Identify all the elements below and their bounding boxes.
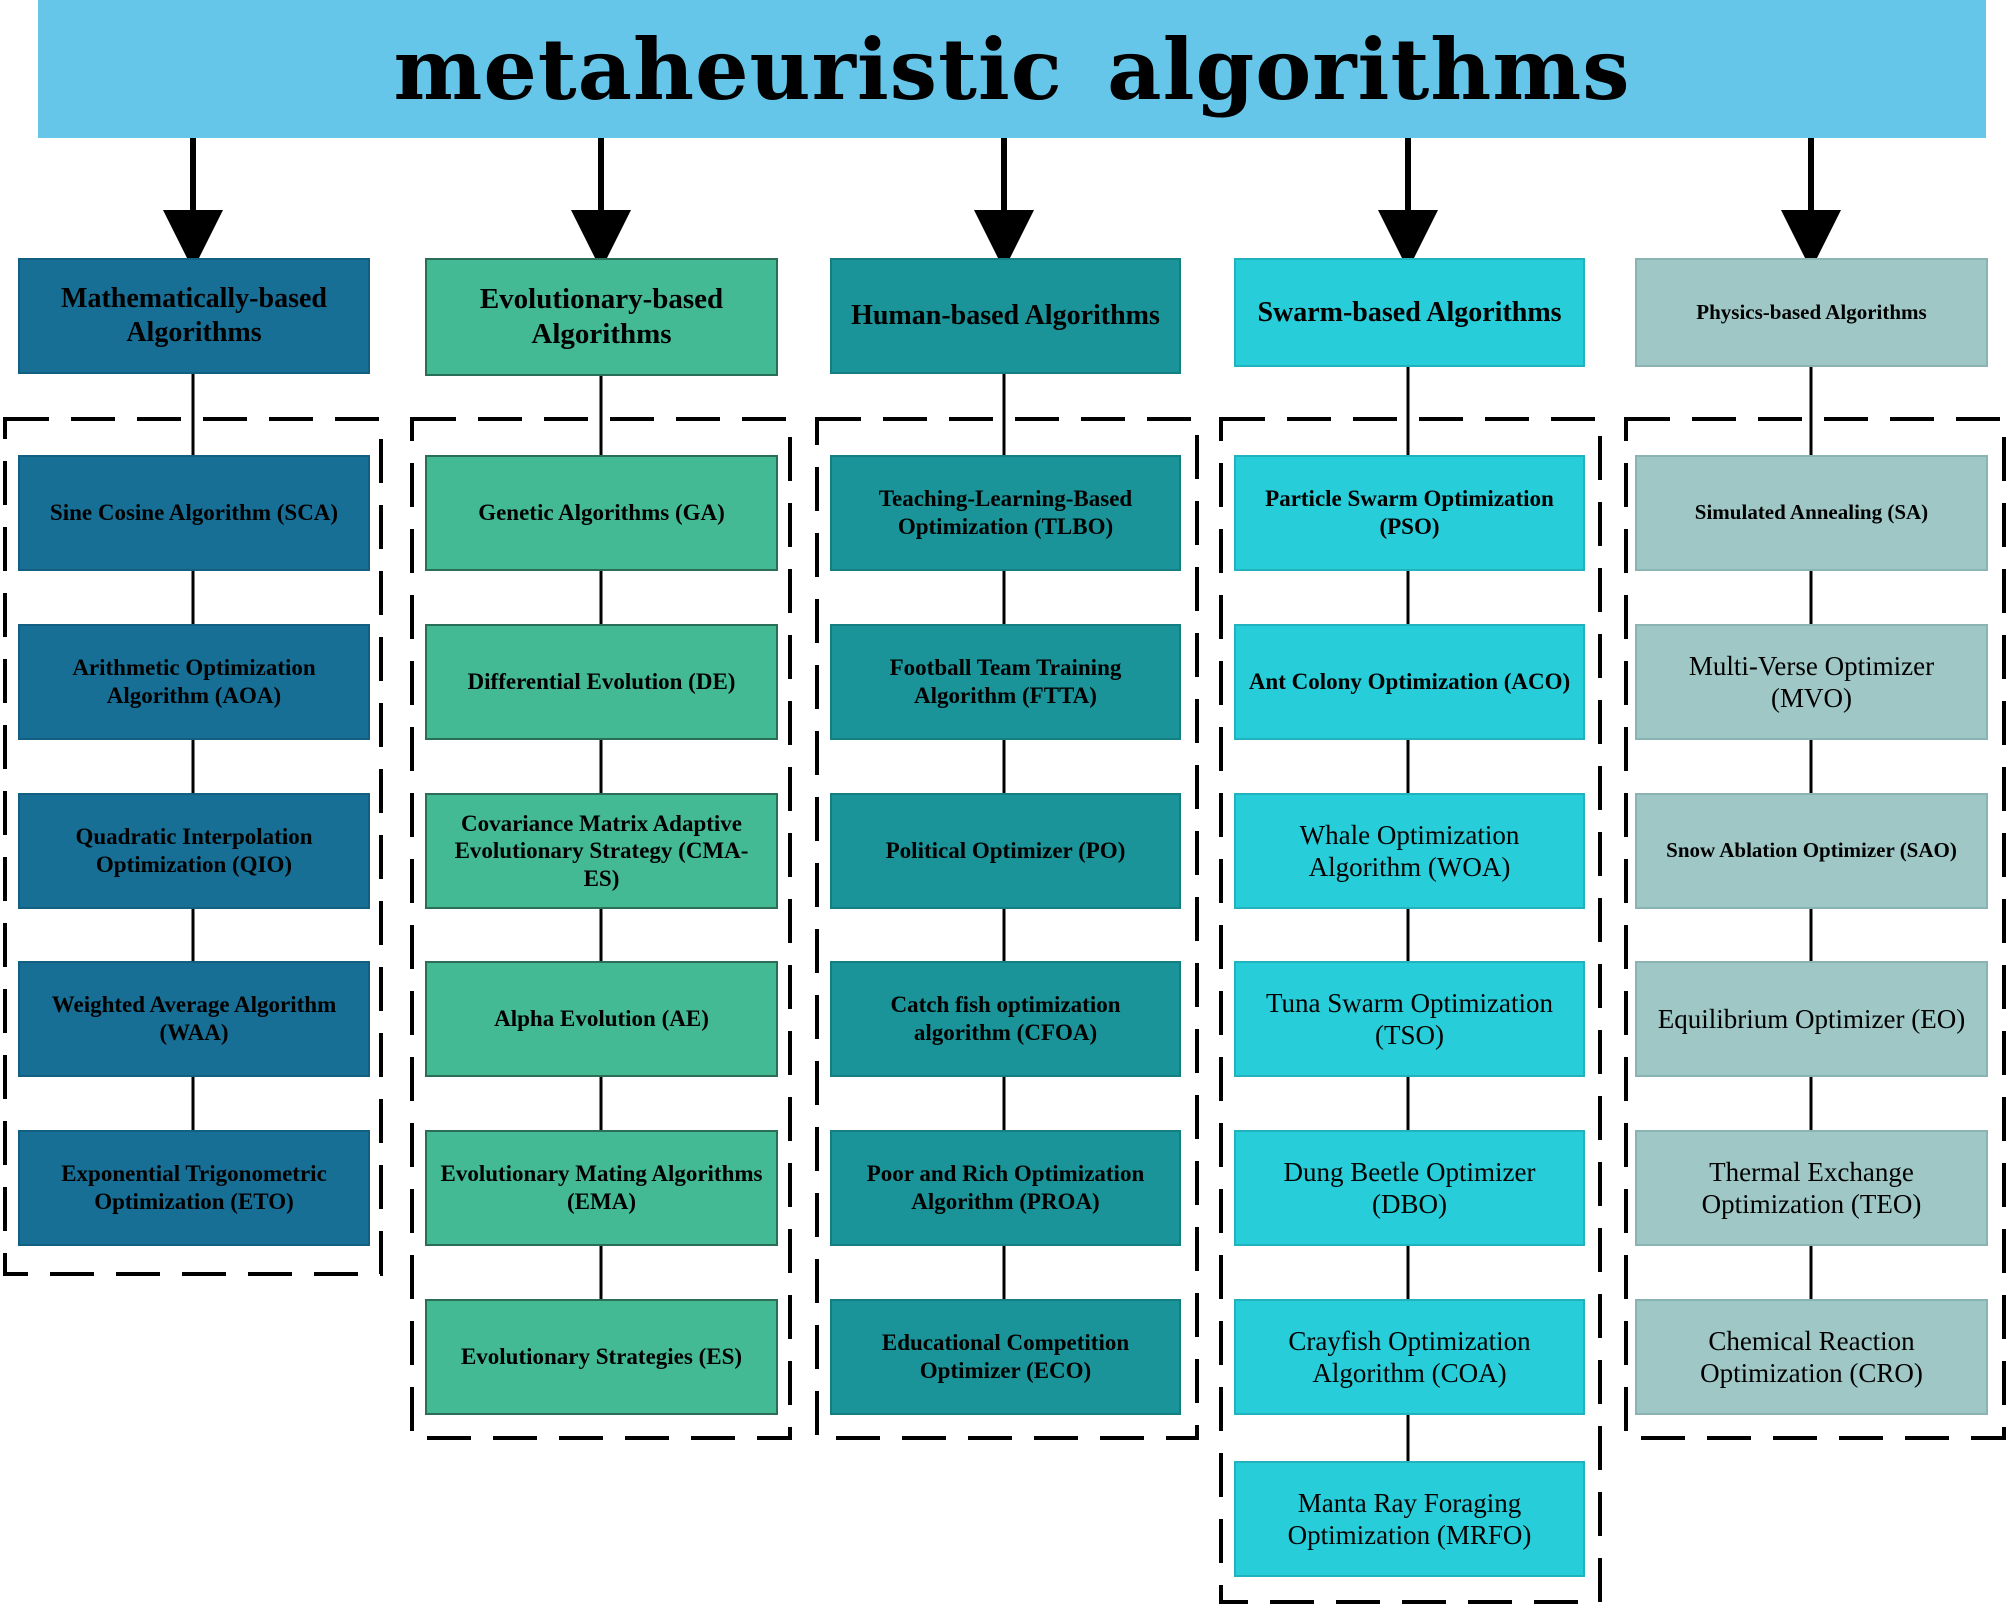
banner-arrows	[163, 138, 1841, 270]
item-ae: Alpha Evolution (AE)	[425, 961, 778, 1077]
item-coa: Crayfish Optimization Algorithm (COA)	[1234, 1299, 1585, 1415]
item-cma-es: Covariance Matrix Adaptive Evolutionary …	[425, 793, 778, 909]
item-mrfo: Manta Ray Foraging Optimization (MRFO)	[1234, 1461, 1585, 1577]
item-mvo: Multi-Verse Optimizer (MVO)	[1635, 624, 1988, 740]
group-frame-swarm	[1219, 417, 1602, 1604]
item-eco: Educational Competition Optimizer (ECO)	[830, 1299, 1181, 1415]
item-eo: Equilibrium Optimizer (EO)	[1635, 961, 1988, 1077]
item-cro: Chemical Reaction Optimization (CRO)	[1635, 1299, 1988, 1415]
item-teo: Thermal Exchange Optimization (TEO)	[1635, 1130, 1988, 1246]
item-tlbo: Teaching-Learning-Based Optimization (TL…	[830, 455, 1181, 571]
group-frame-human	[815, 417, 1199, 1440]
item-ftta: Football Team Training Algorithm (FTTA)	[830, 624, 1181, 740]
item-po: Political Optimizer (PO)	[830, 793, 1181, 909]
header-human: Human-based Algorithms	[830, 258, 1181, 374]
item-eto: Exponential Trigonometric Optimization (…	[18, 1130, 370, 1246]
item-es: Evolutionary Strategies (ES)	[425, 1299, 778, 1415]
item-sca: Sine Cosine Algorithm (SCA)	[18, 455, 370, 571]
item-cfoa: Catch fish optimization algorithm (CFOA)	[830, 961, 1181, 1077]
item-de: Differential Evolution (DE)	[425, 624, 778, 740]
item-qio: Quadratic Interpolation Optimization (QI…	[18, 793, 370, 909]
item-woa: Whale Optimization Algorithm (WOA)	[1234, 793, 1585, 909]
page-title: metaheuristic algorithms	[393, 19, 1631, 119]
header-physics: Physics-based Algorithms	[1635, 258, 1988, 367]
group-frame-evolutionary	[410, 417, 792, 1440]
item-pso: Particle Swarm Optimization (PSO)	[1234, 455, 1585, 571]
item-aoa: Arithmetic Optimization Algorithm (AOA)	[18, 624, 370, 740]
item-ema: Evolutionary Mating Algorithms (EMA)	[425, 1130, 778, 1246]
group-frame-mathematical	[3, 417, 383, 1276]
item-waa: Weighted Average Algorithm (WAA)	[18, 961, 370, 1077]
item-ga: Genetic Algorithms (GA)	[425, 455, 778, 571]
item-tso: Tuna Swarm Optimization (TSO)	[1234, 961, 1585, 1077]
dashed-groups	[3, 417, 2006, 1604]
header-mathematical: Mathematically-based Algorithms	[18, 258, 370, 374]
title-banner: metaheuristic algorithms	[38, 0, 1986, 138]
item-aco: Ant Colony Optimization (ACO)	[1234, 624, 1585, 740]
header-swarm: Swarm-based Algorithms	[1234, 258, 1585, 367]
item-dbo: Dung Beetle Optimizer (DBO)	[1234, 1130, 1585, 1246]
item-sa: Simulated Annealing (SA)	[1635, 455, 1988, 571]
item-proa: Poor and Rich Optimization Algorithm (PR…	[830, 1130, 1181, 1246]
group-frame-physics	[1624, 417, 2006, 1440]
header-evolutionary: Evolutionary-based Algorithms	[425, 258, 778, 376]
item-sao: Snow Ablation Optimizer (SAO)	[1635, 793, 1988, 909]
